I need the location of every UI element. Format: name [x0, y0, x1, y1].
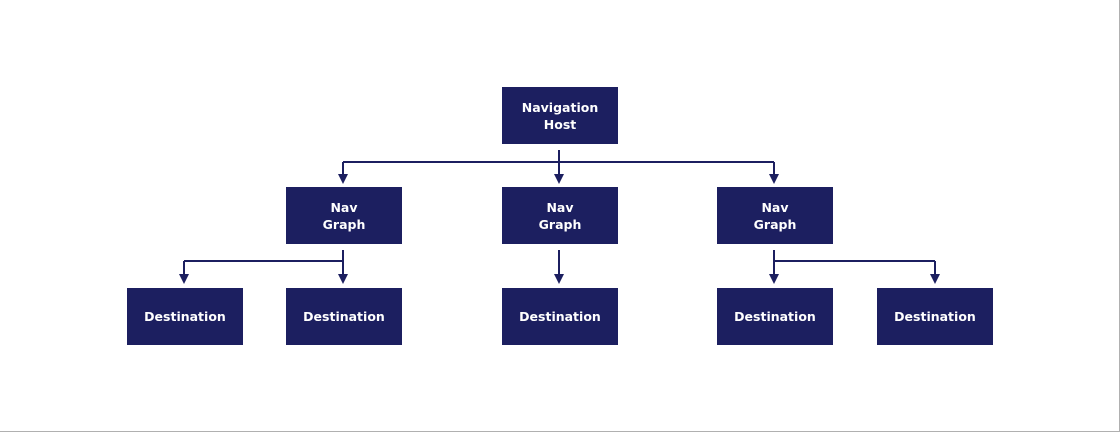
node-label: Nav Graph [322, 199, 366, 232]
node-destination-5: Destination [877, 288, 993, 345]
node-nav-graph-right: Nav Graph [717, 187, 833, 244]
node-destination-1: Destination [127, 288, 243, 345]
node-destination-2: Destination [286, 288, 402, 345]
node-label: Destination [303, 309, 385, 324]
node-label: Destination [894, 309, 976, 324]
node-destination-3: Destination [502, 288, 618, 345]
node-label: Destination [734, 309, 816, 324]
node-label: Destination [144, 309, 226, 324]
node-nav-graph-center: Nav Graph [502, 187, 618, 244]
node-navigation-host: Navigation Host [502, 87, 618, 144]
node-destination-4: Destination [717, 288, 833, 345]
node-label: Destination [519, 309, 601, 324]
node-label: Nav Graph [538, 199, 582, 232]
node-nav-graph-left: Nav Graph [286, 187, 402, 244]
node-label: Nav Graph [753, 199, 797, 232]
node-label: Navigation Host [521, 99, 599, 132]
